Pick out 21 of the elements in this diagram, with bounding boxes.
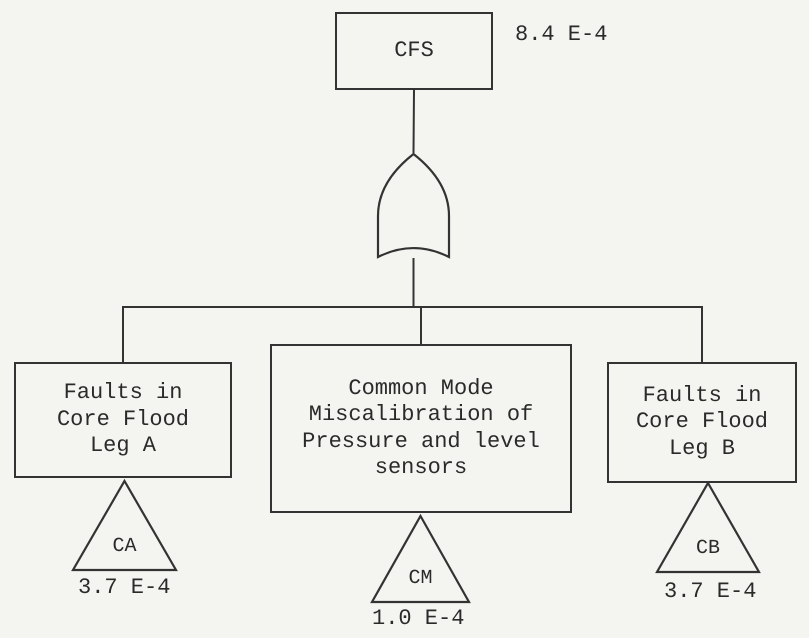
event-text: Common Mode Miscalibration of Pressure and level sensors — [301, 376, 541, 482]
event-text: Faults in Core Flood Leg A — [56, 380, 190, 460]
probability-value: 8.4 E-4 — [515, 22, 608, 47]
event-box — [335, 12, 493, 90]
or-gate — [377, 153, 450, 258]
connector-line — [412, 258, 703, 362]
transfer-triangle — [371, 515, 470, 603]
probability-value: 1.0 E-4 — [372, 606, 464, 631]
transfer-triangle — [656, 482, 760, 573]
connector-line — [412, 90, 415, 153]
probability-value: 3.7 E-4 — [78, 575, 170, 600]
event-text: Faults in Core Flood Leg B — [634, 382, 770, 462]
transfer-code: CM — [408, 567, 432, 591]
event-box — [14, 362, 232, 478]
transfer-triangle — [72, 480, 177, 571]
transfer-code: CA — [112, 535, 136, 559]
probability-value: 3.7 E-4 — [664, 579, 756, 604]
event-text: CFS — [394, 38, 434, 64]
transfer-code: CB — [696, 537, 720, 561]
event-box — [607, 362, 797, 483]
event-box — [270, 344, 572, 513]
